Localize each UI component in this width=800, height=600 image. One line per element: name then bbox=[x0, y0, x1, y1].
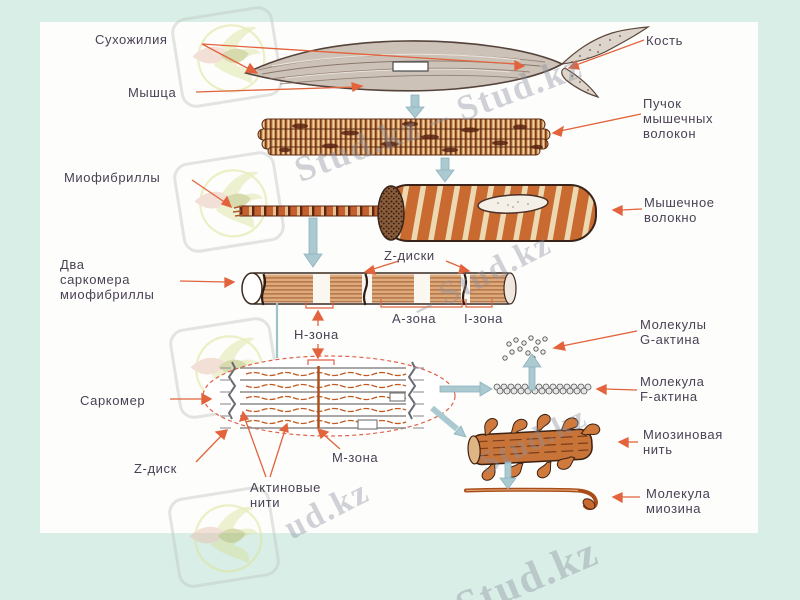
fiber-bundle-drawing bbox=[257, 118, 551, 156]
label-myofibrils: Миофибриллы bbox=[64, 170, 161, 185]
myosin-filament-drawing bbox=[467, 414, 601, 481]
label-myosin-filament: Миозиновая нить bbox=[643, 427, 723, 457]
label-z-disk: Z-диск bbox=[134, 461, 177, 476]
f-actin-drawing bbox=[493, 383, 592, 395]
label-bone: Кость bbox=[646, 33, 684, 48]
label-tendons: Сухожилия bbox=[95, 32, 168, 47]
label-a-zone: А-зона bbox=[392, 311, 437, 326]
label-fiber-bundle: Пучок мышечных волокон bbox=[643, 96, 714, 141]
label-two-sarcomeres: Два саркомера миофибриллы bbox=[60, 257, 155, 302]
sarcomere-drawing bbox=[202, 355, 456, 437]
label-sarcomere: Саркомер bbox=[80, 393, 146, 408]
muscle-fiber-drawing bbox=[377, 184, 597, 242]
leader-arrows bbox=[170, 39, 645, 504]
myosin-molecule-drawing bbox=[464, 487, 599, 511]
label-m-zone: М-зона bbox=[332, 450, 379, 465]
g-actin-molecules-drawing bbox=[502, 335, 548, 361]
bone-drawing bbox=[560, 26, 651, 99]
myofibril-strand-drawing bbox=[232, 205, 385, 217]
label-myosin-molecule: Молекула миозина bbox=[646, 486, 711, 516]
label-g-actin: Молекулы G-актина bbox=[640, 317, 707, 347]
flow-arrows bbox=[275, 94, 542, 490]
label-i-zone: I-зона bbox=[464, 311, 503, 326]
label-f-actin: Молекула F-актина bbox=[640, 374, 705, 404]
label-muscle-fiber: Мышечное волокно bbox=[644, 195, 715, 225]
two-sarcomere-cylinder-drawing bbox=[241, 272, 517, 309]
label-z-disks: Z-диски bbox=[384, 248, 435, 263]
label-actin-filaments: Актиновые нити bbox=[250, 480, 322, 510]
label-h-zone: Н-зона bbox=[294, 327, 339, 342]
label-muscle: Мышца bbox=[128, 85, 177, 100]
